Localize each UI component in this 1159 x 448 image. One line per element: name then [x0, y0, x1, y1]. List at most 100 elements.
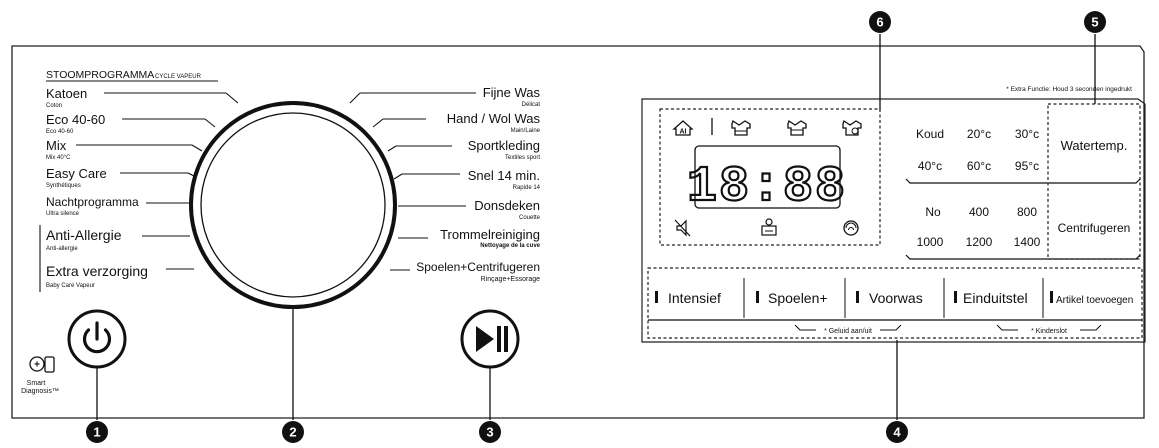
power-button[interactable]: [67, 309, 127, 369]
ai-icon: AI: [672, 120, 694, 136]
option-button-artikel-toevoegen[interactable]: Artikel toevoegen: [1056, 295, 1133, 306]
program-sublabel: Baby Care Vapeur: [46, 283, 95, 289]
program-leader: [387, 145, 397, 152]
program-sublabel: Main/Laine: [511, 128, 541, 134]
smart-diagnosis-label: Diagnosis™: [21, 388, 59, 395]
spin-value[interactable]: 400: [969, 205, 989, 219]
callout-number: 4: [893, 425, 901, 440]
option-indicator: [655, 291, 658, 303]
display-frame: [641, 98, 1146, 343]
program-label: Eco 40-60: [46, 112, 105, 127]
spin-value[interactable]: 800: [1017, 205, 1037, 219]
prewash-icon: [731, 119, 751, 136]
spin-value[interactable]: 1000: [917, 235, 944, 249]
extra-function-note: * Extra Functie: Houd 3 seconden ingedru…: [1006, 86, 1132, 93]
child-lock-icon: [761, 218, 777, 236]
temp-spin-buttons-outline: [1047, 103, 1141, 260]
program-label: Katoen: [46, 86, 87, 101]
callout-number: 5: [1091, 15, 1098, 30]
callout-4: 4: [886, 421, 908, 443]
program-header-subtitle: CYCLE VAPEUR: [155, 74, 202, 80]
temperature-value[interactable]: 30°c: [1015, 127, 1039, 141]
spin-button[interactable]: Centrifugeren: [1058, 221, 1131, 235]
temperature-value[interactable]: 40°c: [918, 159, 942, 173]
time-readout: 18:88: [687, 159, 847, 216]
control-display: * Extra Functie: Houd 3 seconden ingedru…: [641, 86, 1146, 343]
program-leader: [372, 118, 384, 128]
program-sublabel: Eco 40-60: [46, 129, 74, 135]
start-pause-button[interactable]: [460, 309, 520, 369]
program-leader: [393, 173, 403, 180]
sound-combo-label: * Geluid aan/uit: [824, 328, 872, 335]
water-temp-button[interactable]: Watertemp.: [1061, 138, 1128, 153]
option-buttons[interactable]: Intensief Spoelen+ Voorwas Einduitstel A…: [655, 278, 1133, 318]
program-list-left: Katoen Coton Eco 40-60 Eco 40-60 Mix Mix…: [39, 86, 239, 292]
option-button-intensief[interactable]: Intensief: [668, 290, 721, 306]
sound-combo-bracket: [880, 324, 902, 331]
program-label: Fijne Was: [483, 85, 541, 100]
program-label: Sportkleding: [468, 138, 540, 153]
program-label: Hand / Wol Was: [447, 111, 541, 126]
steam-shirt-icon: [842, 119, 862, 136]
program-leader: [204, 118, 216, 128]
option-button-voorwas[interactable]: Voorwas: [869, 290, 923, 306]
spin-value[interactable]: 1400: [1014, 235, 1041, 249]
callout-1: 1: [86, 421, 108, 443]
time-display-frame: [694, 145, 841, 209]
callout-3: 3: [479, 421, 501, 443]
callout-6: 6: [869, 11, 891, 33]
spin-options[interactable]: No 400 800 1000 1200 1400: [917, 205, 1041, 249]
program-sublabel: Nettoyage de la cuve: [480, 243, 540, 249]
option-indicator: [954, 291, 957, 303]
program-label: Snel 14 min.: [468, 168, 540, 183]
callout-number: 6: [876, 15, 883, 30]
spin-value[interactable]: No: [925, 205, 941, 219]
dial-inner-ring[interactable]: [200, 112, 386, 298]
program-label: Easy Care: [46, 166, 107, 181]
program-sublabel: Synthétiques: [46, 183, 81, 189]
program-label: Extra verzorging: [46, 263, 148, 279]
program-sublabel: Mix 40°C: [46, 155, 71, 161]
temperature-value[interactable]: Koud: [916, 127, 944, 141]
sound-combo-bracket: [794, 324, 816, 331]
program-sublabel: Délicat: [522, 102, 541, 108]
childlock-combo-label: * Kinderslot: [1031, 328, 1067, 335]
wifi-icon: [843, 220, 859, 236]
option-indicator: [856, 291, 859, 303]
mute-icon: [674, 219, 691, 237]
program-list-right: Fijne Was Délicat Hand / Wol Was Main/La…: [349, 85, 541, 283]
program-sublabel: Coton: [46, 103, 62, 109]
program-sublabel: Ultra silence: [46, 211, 80, 217]
option-buttons-outline: [647, 267, 1143, 339]
program-leader: [191, 144, 203, 152]
program-label: Spoelen+Centrifugeren: [416, 260, 540, 274]
option-button-einduitstel[interactable]: Einduitstel: [963, 290, 1028, 306]
childlock-combo-bracket: [1080, 324, 1102, 331]
program-header-title: STOOMPROGRAMMA: [46, 69, 154, 81]
childlock-combo-bracket: [996, 324, 1018, 331]
spin-bracket: [905, 254, 1141, 260]
program-dial[interactable]: [189, 101, 397, 309]
temperature-value[interactable]: 95°c: [1015, 159, 1039, 173]
callout-5: 5: [1084, 11, 1106, 33]
spin-value[interactable]: 1200: [966, 235, 993, 249]
temperature-value[interactable]: 20°c: [967, 127, 991, 141]
temperature-options[interactable]: Koud 20°c 30°c 40°c 60°c 95°c: [916, 127, 1039, 173]
program-label: Mix: [46, 138, 67, 153]
power-icon: [82, 321, 112, 354]
program-label: Nachtprogramma: [46, 195, 139, 209]
panel-outline: [11, 45, 1145, 419]
play-pause-icon: [476, 326, 508, 352]
program-sublabel: Textiles sport: [505, 155, 540, 161]
smart-diagnosis-icon: +: [29, 356, 55, 373]
option-indicator: [756, 291, 759, 303]
program-sublabel: Anti-allergie: [46, 246, 78, 252]
program-leader: [225, 92, 239, 104]
status-area-outline: [659, 108, 881, 246]
temperature-value[interactable]: 60°c: [967, 159, 991, 173]
callout-2: 2: [282, 421, 304, 443]
option-button-spoelen-plus[interactable]: Spoelen+: [768, 290, 828, 306]
option-indicator: [1050, 291, 1053, 303]
program-sublabel: Rinçage+Essorage: [481, 276, 540, 283]
